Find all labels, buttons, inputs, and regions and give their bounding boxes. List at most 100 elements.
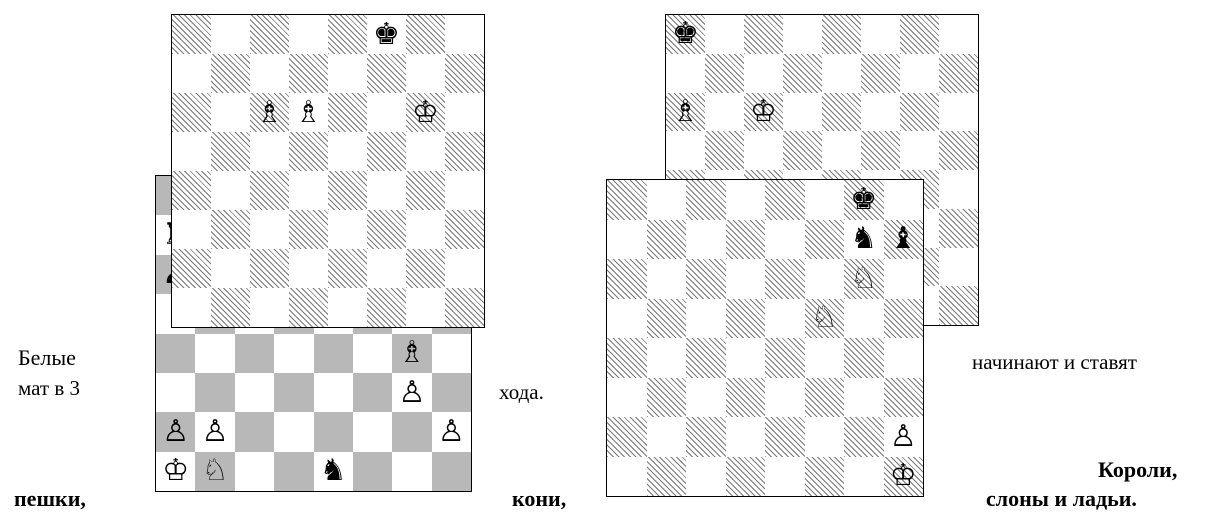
square-e3 [328,210,367,249]
black-king-icon: ♚ [672,19,699,49]
square-e1 [328,288,367,327]
square-h4 [939,170,978,209]
square-g3: ♙ [392,373,431,412]
white-pawn-icon: ♙ [890,422,917,452]
square-h5 [939,131,978,170]
square-a6 [172,93,211,132]
white-knight-icon: ♘ [850,264,877,294]
square-h6 [884,259,924,299]
square-h2: ♙ [432,412,471,451]
square-f6 [861,93,900,132]
black-knight-icon: ♞ [850,224,877,254]
square-d1 [289,288,328,327]
square-e8 [328,15,367,54]
square-g2 [392,412,431,451]
square-e4 [765,338,805,378]
square-h4 [432,334,471,373]
square-d3 [274,373,313,412]
square-g8: ♚ [844,180,884,220]
square-g2 [406,249,445,288]
square-f6 [805,259,845,299]
caption-moves: хода. [499,380,544,405]
square-c3 [686,378,726,418]
square-c6: ♔ [744,93,783,132]
chess-board-bottom-right: ♚♞♝♘♘♙♔ [606,179,924,497]
square-h5 [445,132,484,171]
square-d4 [289,171,328,210]
square-f1 [353,452,392,491]
square-f4 [353,334,392,373]
square-e1: ♞ [314,452,353,491]
caption-knights: кони, [512,486,566,512]
square-b3 [647,378,687,418]
square-g6: ♔ [406,93,445,132]
square-g4: ♗ [392,334,431,373]
square-g1 [392,452,431,491]
square-c5 [250,132,289,171]
square-f8: ♚ [367,15,406,54]
square-b1 [647,457,687,497]
square-e2 [314,412,353,451]
caption-mate-in-3: мат в 3 [18,376,80,401]
square-d8 [289,15,328,54]
square-a8: ♚ [666,15,705,54]
square-h1 [432,452,471,491]
square-e6 [822,93,861,132]
square-b1 [211,288,250,327]
square-d3 [726,378,766,418]
square-c2 [250,249,289,288]
square-h8 [939,15,978,54]
square-f7 [367,54,406,93]
square-d6 [783,93,822,132]
square-a7 [666,54,705,93]
square-g6 [900,93,939,132]
square-h3 [445,210,484,249]
square-g8 [900,15,939,54]
square-d6 [726,259,766,299]
square-b8 [211,15,250,54]
square-c7 [744,54,783,93]
square-c5 [744,131,783,170]
square-g8 [406,15,445,54]
square-h4 [445,171,484,210]
square-c4 [250,171,289,210]
square-g3 [406,210,445,249]
square-f6 [367,93,406,132]
square-e3 [765,378,805,418]
square-c7 [686,220,726,260]
square-c6: ♗ [250,93,289,132]
square-e6 [328,93,367,132]
white-bishop-icon: ♗ [398,338,425,368]
square-e7 [328,54,367,93]
square-b5 [705,131,744,170]
square-b7 [705,54,744,93]
square-b4 [195,334,234,373]
square-b7 [211,54,250,93]
white-king-icon: ♔ [890,461,917,491]
square-e5 [328,132,367,171]
square-c6 [686,259,726,299]
black-knight-icon: ♞ [320,456,347,486]
square-d4 [274,334,313,373]
square-a5 [172,132,211,171]
caption-white: Белые [18,345,76,371]
square-g4 [844,338,884,378]
square-c8 [744,15,783,54]
square-b3 [195,373,234,412]
white-bishop-icon: ♗ [256,98,283,128]
square-h3 [884,378,924,418]
black-king-icon: ♚ [373,20,400,50]
square-d5 [289,132,328,171]
square-b8 [647,180,687,220]
square-a2: ♙ [156,412,195,451]
square-c1 [235,452,274,491]
square-h6 [939,93,978,132]
square-a4 [172,171,211,210]
square-a3 [172,210,211,249]
square-e8 [822,15,861,54]
square-e5 [822,131,861,170]
square-e7 [765,220,805,260]
square-d2 [289,249,328,288]
square-f2 [805,417,845,457]
square-c3 [250,210,289,249]
